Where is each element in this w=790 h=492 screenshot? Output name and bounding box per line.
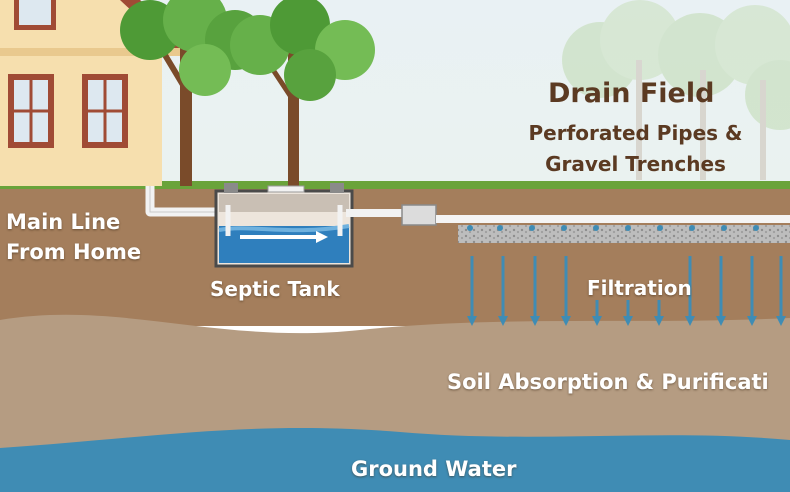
- drip-arrow-icon: [467, 256, 786, 326]
- tree-icon: [230, 0, 375, 186]
- distribution-box: [401, 204, 437, 226]
- perforated-label-line2: Gravel Trenches: [545, 152, 726, 176]
- grass: [0, 181, 790, 189]
- main-line-label: Main Line From Home: [6, 207, 141, 267]
- septic-tank: [214, 183, 354, 268]
- drain-field-title: Drain Field: [548, 78, 715, 109]
- perforated-pipes-label: Perforated Pipes & Gravel Trenches: [515, 118, 756, 180]
- background-trees: [562, 0, 790, 180]
- ground-water-layer: [0, 428, 790, 492]
- subsoil-layer: [0, 314, 790, 460]
- filtration-label: Filtration: [587, 276, 692, 300]
- main-line-label-line2: From Home: [6, 240, 142, 264]
- main-line-label-line1: Main Line: [6, 210, 121, 234]
- ground-water-label: Ground Water: [351, 457, 517, 481]
- gravel-trench: [458, 225, 790, 243]
- pipe-perforations: [467, 225, 759, 231]
- flow-arrow-icon: [240, 231, 328, 243]
- perforated-label-line1: Perforated Pipes &: [528, 121, 743, 145]
- septic-tank-label: Septic Tank: [210, 277, 340, 301]
- soil-absorption-label: Soil Absorption & Purificati: [447, 370, 769, 394]
